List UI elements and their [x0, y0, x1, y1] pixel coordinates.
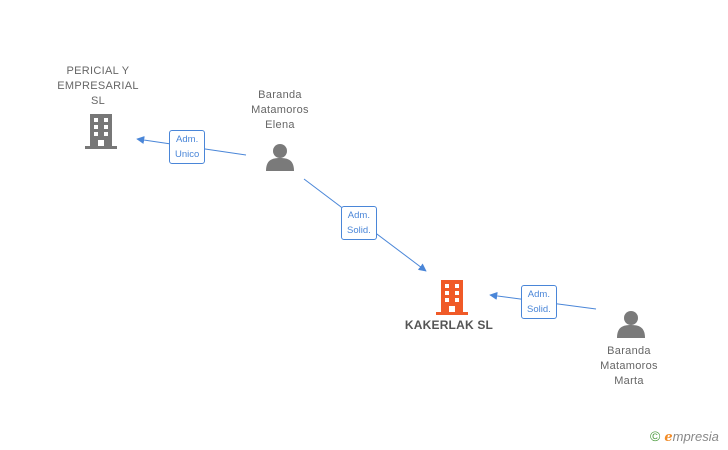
node-label-pericial[interactable]: PERICIAL Y EMPRESARIAL SL — [57, 65, 139, 107]
building-icon[interactable] — [436, 280, 468, 315]
building-icon[interactable] — [85, 114, 117, 149]
node-label-kakerlak[interactable]: KAKERLAK SL — [404, 318, 494, 332]
node-label-marta[interactable]: Baranda Matamoros Marta — [600, 345, 658, 387]
brand-name: mpresia — [672, 429, 719, 444]
brand-initial: e — [664, 430, 673, 445]
brand-logo: ©empresia — [650, 428, 719, 445]
edge-label-adm-solid-marta: Adm. Solid. — [521, 285, 557, 319]
edge-label-adm-unico: Adm. Unico — [169, 130, 206, 164]
person-icon[interactable] — [266, 144, 294, 171]
node-label-elena[interactable]: Baranda Matamoros Elena — [251, 89, 309, 131]
person-icon[interactable] — [617, 311, 645, 338]
edge-label-adm-solid-elena: Adm. Solid. — [341, 206, 377, 240]
copyright-icon: © — [650, 428, 661, 444]
